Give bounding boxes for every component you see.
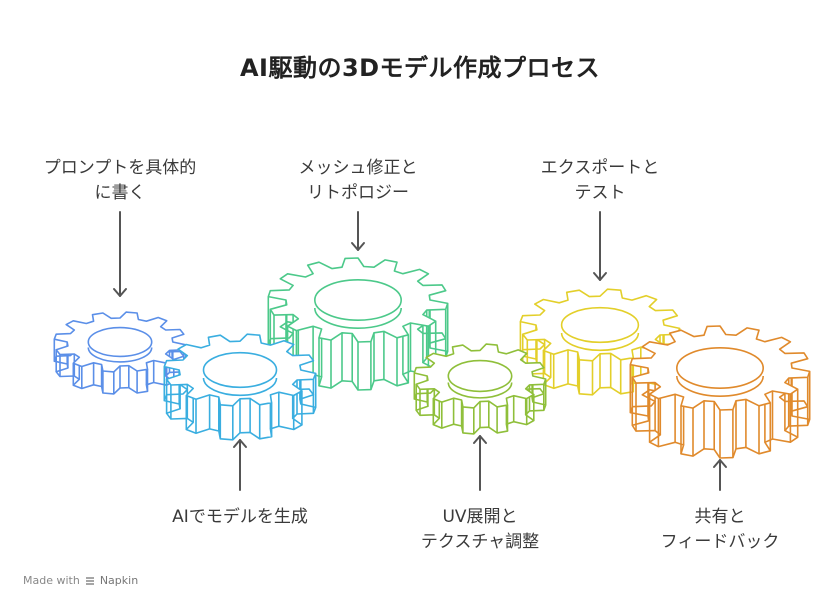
- napkin-logo-icon: [85, 576, 94, 585]
- gear-uv: [413, 343, 547, 435]
- page-title: AI駆動の3Dモデル作成プロセス: [239, 54, 601, 82]
- arrow-mesh: [351, 211, 365, 251]
- step-label-export-line2: テスト: [574, 183, 626, 203]
- gear-prompt: [53, 311, 187, 395]
- step-label-generate: AIでモデルを生成: [140, 505, 340, 530]
- step-label-prompt: プロンプトを具体的 に書く: [20, 156, 220, 206]
- step-label-prompt-line1: プロンプトを具体的: [43, 158, 197, 178]
- step-label-uv: UV展開と テクスチャ調整: [380, 505, 580, 555]
- arrow-prompt: [113, 211, 127, 297]
- step-label-export-line1: エクスポートと: [540, 158, 660, 178]
- arrow-share: [713, 459, 727, 491]
- step-label-share: 共有と フィードバック: [620, 505, 820, 555]
- footer-brand: Napkin: [99, 574, 139, 587]
- arrow-generate: [233, 439, 247, 491]
- arrow-export: [593, 211, 607, 281]
- footer-watermark: Made with Napkin: [23, 574, 138, 587]
- step-label-mesh: メッシュ修正と リトポロジー: [258, 156, 458, 206]
- step-label-export: エクスポートと テスト: [500, 156, 700, 206]
- footer-made-with: Made with: [23, 574, 80, 587]
- gear-generate: [163, 333, 317, 441]
- step-label-share-line2: フィードバック: [660, 532, 780, 552]
- step-label-mesh-line1: メッシュ修正と: [298, 158, 418, 178]
- arrow-uv: [473, 435, 487, 491]
- step-label-uv-line2: テクスチャ調整: [420, 532, 540, 552]
- step-label-mesh-line2: リトポロジー: [307, 183, 409, 203]
- step-label-generate-line1: AIでモデルを生成: [172, 507, 308, 527]
- gear-share: [629, 325, 811, 459]
- step-label-prompt-line2: に書く: [94, 183, 146, 203]
- step-label-uv-line1: UV展開と: [442, 507, 518, 527]
- step-label-share-line1: 共有と: [694, 507, 746, 527]
